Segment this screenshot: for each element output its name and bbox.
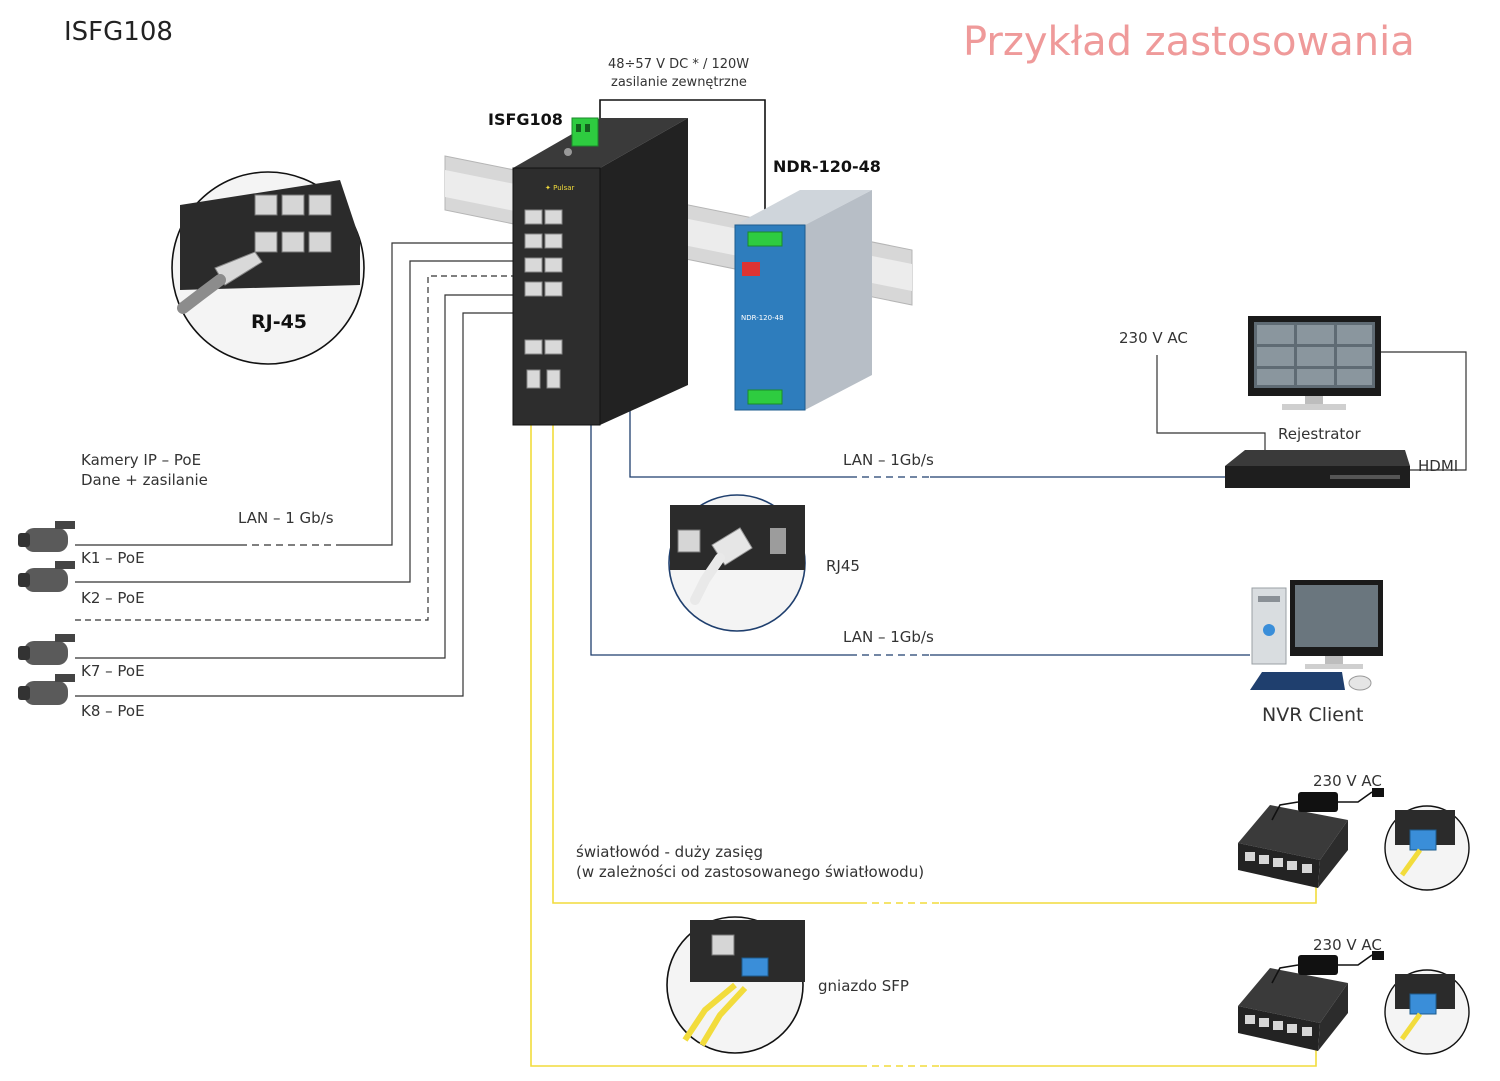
camera-k7: [18, 634, 75, 665]
lan-client-label: LAN – 1Gb/s: [843, 628, 934, 646]
rj45-zoom-circle: [171, 171, 365, 365]
cameras-heading-line1: Kamery IP – PoE: [81, 451, 202, 469]
remote-switch-2: [1238, 951, 1384, 1051]
model-heading: ISFG108: [64, 17, 173, 47]
isfg108-switch: ✦ Pulsar: [512, 117, 688, 426]
page-title: Przykład zastosowania: [963, 19, 1415, 65]
camera-label-k8: K8 – PoE: [81, 702, 145, 720]
recorder-box: [1225, 450, 1410, 488]
switch-label: ISFG108: [488, 110, 563, 129]
sfp-callout-label: gniazdo SFP: [818, 977, 909, 995]
svg-text:✦ Pulsar: ✦ Pulsar: [545, 184, 575, 192]
lan-recorder-label: LAN – 1Gb/s: [843, 451, 934, 469]
camera-label-k1: K1 – PoE: [81, 549, 145, 567]
rj45-zoom-label: RJ-45: [251, 311, 308, 333]
cameras-heading-line2: Dane + zasilanie: [81, 471, 208, 489]
fiber-label-line1: światłowód - duży zasięg: [576, 843, 764, 861]
rj45-callout-label: RJ45: [826, 557, 860, 575]
recorder-wiring: [1156, 351, 1467, 471]
remote-switch-1: [1238, 788, 1384, 888]
nvr-client-label: NVR Client: [1262, 704, 1364, 726]
camera-cabling: [75, 242, 515, 697]
camera-label-k7: K7 – PoE: [81, 662, 145, 680]
fiber-label-line2: (w zależności od zastosowanego światłowo…: [576, 863, 925, 881]
power-spec: 48÷57 V DC * / 120W: [608, 57, 750, 72]
remote-sfp-circle-2: [1384, 969, 1470, 1055]
camera-label-k2: K2 – PoE: [81, 589, 145, 607]
recorder-monitor: [1248, 316, 1381, 410]
nvr-client-pc: [1250, 580, 1383, 691]
ac-remote1-label: 230 V AC: [1313, 772, 1382, 790]
fiber-links: [530, 404, 1317, 1067]
camera-k1: [18, 521, 75, 552]
recorder-label: Rejestrator: [1278, 425, 1361, 443]
camera-k2: [18, 561, 75, 592]
power-note: zasilanie zewnętrzne: [611, 75, 747, 90]
psu-label: NDR-120-48: [773, 157, 881, 176]
ndr-120-48-psu: NDR-120-48: [734, 190, 872, 411]
camera-link-label: LAN – 1 Gb/s: [238, 509, 334, 527]
camera-k8: [18, 674, 75, 705]
svg-text:NDR-120-48: NDR-120-48: [741, 314, 784, 322]
ac-recorder-label: 230 V AC: [1119, 329, 1188, 347]
remote-sfp-circle-1: [1384, 805, 1470, 891]
rj45-detail-circle: [668, 494, 806, 632]
hdmi-label: HDMI: [1418, 457, 1459, 475]
ac-remote2-label: 230 V AC: [1313, 936, 1382, 954]
sfp-detail-circle: [666, 916, 805, 1054]
